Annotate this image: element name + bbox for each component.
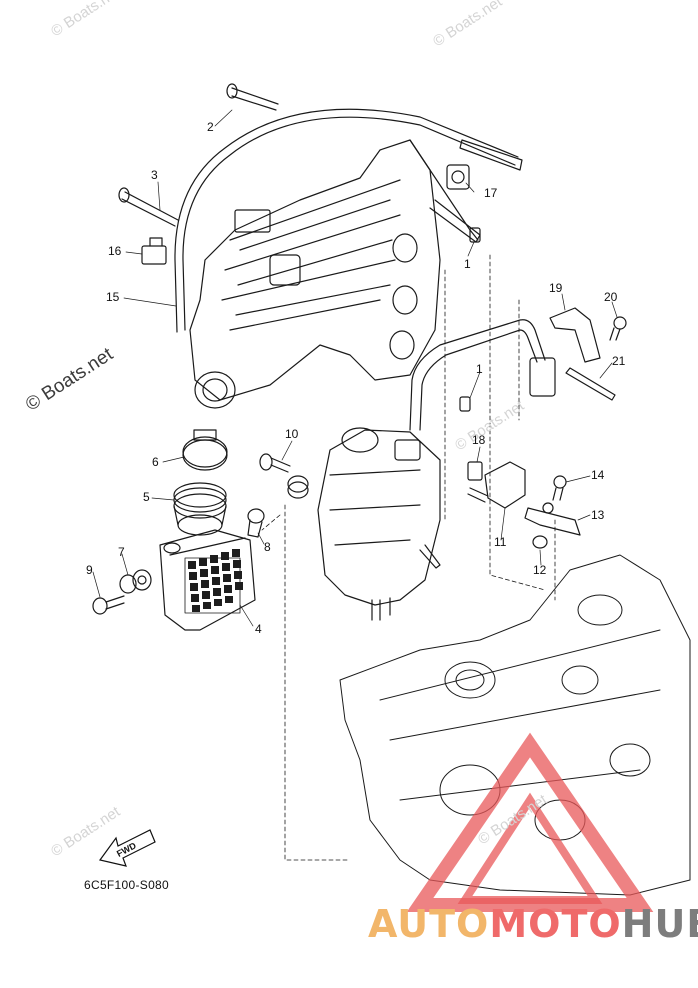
callout-7[interactable]: 7 (118, 545, 125, 559)
callout-11[interactable]: 11 (494, 535, 507, 549)
callout-9[interactable]: 9 (86, 563, 93, 577)
guide-lines (261, 254, 556, 861)
callout-1-lower[interactable]: 1 (476, 362, 483, 376)
callout-5[interactable]: 5 (143, 490, 150, 504)
bolt-14 (552, 475, 567, 501)
bolt-2 (226, 83, 279, 111)
clamp-6 (182, 429, 228, 471)
automotohub-triangle-logo (406, 732, 654, 912)
logo-part-moto: MOTO (489, 902, 622, 946)
throttle-body (317, 427, 441, 621)
clip-17 (446, 164, 470, 190)
bolt-10 (259, 453, 291, 473)
bracket-19 (549, 307, 601, 363)
dowel-1a (469, 227, 481, 243)
part-code: 6C5F100-S080 (84, 878, 169, 892)
hose-upper-right (409, 319, 556, 431)
callout-14[interactable]: 14 (591, 468, 605, 482)
callout-3[interactable]: 3 (151, 168, 158, 182)
tie-21 (565, 367, 616, 401)
bolt-3 (118, 187, 179, 227)
clip-16 (141, 237, 167, 265)
intake-manifold (189, 139, 481, 409)
callout-1-upper[interactable]: 1 (464, 257, 471, 271)
bolt-8 (247, 508, 265, 538)
joint-5 (173, 482, 227, 536)
fwd-arrow-icon (98, 829, 156, 867)
silencer-4 (159, 529, 256, 631)
callout-16[interactable]: 16 (108, 244, 122, 258)
callout-17[interactable]: 17 (484, 186, 498, 200)
callout-13[interactable]: 13 (591, 508, 605, 522)
part-18 (467, 461, 483, 481)
hose-15 (174, 108, 523, 333)
callout-4[interactable]: 4 (255, 622, 262, 636)
callout-8[interactable]: 8 (264, 540, 271, 554)
automotohub-logo: AUTOMOTOHUB (368, 902, 698, 946)
nut-12 (532, 535, 548, 549)
callout-10[interactable]: 10 (285, 427, 299, 441)
callout-6[interactable]: 6 (152, 455, 159, 469)
dowel-1b (459, 396, 471, 412)
callout-21[interactable]: 21 (612, 354, 626, 368)
grommet-10b (287, 475, 309, 499)
bolt-20 (609, 316, 627, 341)
silencer-grid-cells (188, 549, 243, 612)
callout-19[interactable]: 19 (549, 281, 563, 295)
sensor-11 (467, 461, 526, 509)
callout-12[interactable]: 12 (533, 563, 547, 577)
leader-lines (92, 109, 618, 627)
logo-part-auto: AUTO (368, 902, 490, 946)
callout-20[interactable]: 20 (604, 290, 618, 304)
cylinder-block (339, 554, 691, 896)
bracket-13 (524, 502, 581, 536)
callout-15[interactable]: 15 (106, 290, 120, 304)
callout-18[interactable]: 18 (472, 433, 486, 447)
bolt-9 (92, 595, 125, 615)
logo-part-hub: HUB (621, 902, 698, 946)
callout-2[interactable]: 2 (207, 120, 214, 134)
grommet-7 (119, 569, 152, 594)
